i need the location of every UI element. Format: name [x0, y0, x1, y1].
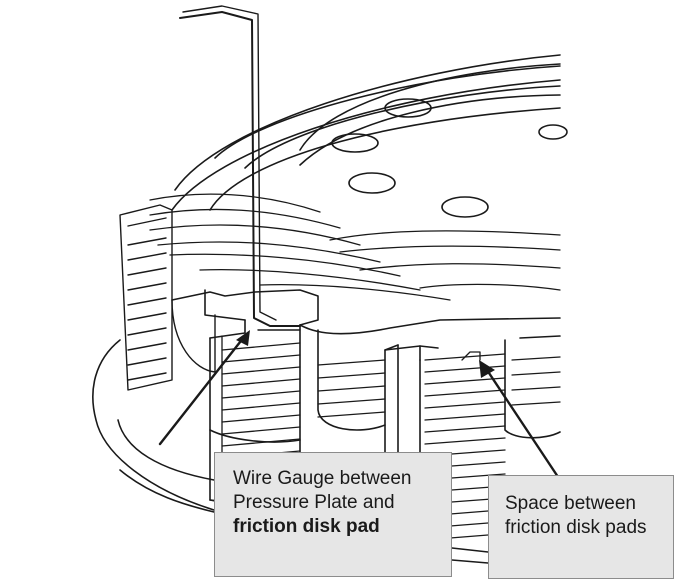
wire-gauge-callout: Wire Gauge between Pressure Plate and fr… [214, 452, 452, 577]
space-between-pads-callout: Space between friction disk pads [488, 475, 674, 579]
callout-right-line1: Space between [505, 493, 636, 514]
wire-gauge [179, 5, 301, 331]
clutch-basket-base [92, 339, 489, 564]
callout-right-line2: friction disk pads [505, 517, 647, 538]
left-arrowhead-icon [236, 330, 250, 346]
pressure-plate-top [171, 54, 561, 211]
right-arrowhead-icon [479, 360, 495, 378]
left-fins [127, 237, 167, 381]
callout-left-line2: Pressure Plate and [233, 492, 395, 513]
callout-left-line1: Wire Gauge between [233, 468, 412, 489]
leader-lines [158, 335, 572, 497]
middle-wall-slots [317, 359, 386, 418]
spring-coils [149, 193, 561, 301]
left-wall-section [119, 204, 216, 391]
callout-left-line3: friction disk pad [233, 516, 380, 537]
plate-holes [331, 98, 568, 218]
